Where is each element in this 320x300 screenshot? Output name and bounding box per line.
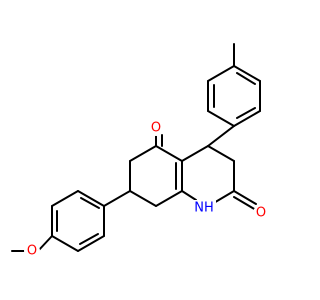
atom-label-nh: NH: [194, 201, 214, 216]
atom-label-background: [192, 200, 216, 216]
bond-layer: [11, 43, 261, 252]
bond: [51, 235, 79, 252]
bond: [207, 145, 235, 162]
atom-label-o-methoxy: O: [27, 244, 37, 259]
bond: [51, 190, 79, 207]
molecule-drawing: O O NH O: [11, 43, 269, 259]
bond: [233, 110, 261, 127]
bond: [103, 190, 131, 207]
atom-label-o-lactam: O: [256, 206, 266, 221]
bond: [207, 125, 235, 147]
bond: [77, 190, 105, 207]
atom-label-background: [148, 120, 164, 136]
bond: [236, 107, 256, 119]
bond: [233, 65, 261, 82]
atom-label-layer: O O NH O: [24, 120, 269, 259]
bond: [79, 233, 99, 245]
structure-diagram: O O NH O: [11, 43, 269, 259]
bond: [207, 110, 235, 127]
atom-label-background: [253, 205, 269, 221]
bond: [80, 197, 100, 209]
bond: [155, 190, 183, 207]
atom-label-o-ketone: O: [151, 121, 161, 136]
bond: [37, 235, 53, 252]
bond: [233, 190, 257, 205]
bond: [207, 65, 235, 82]
bond: [181, 145, 209, 162]
bond: [155, 145, 183, 162]
bond: [233, 196, 257, 211]
bond: [236, 72, 256, 85]
bond: [77, 235, 105, 252]
bond: [129, 190, 157, 207]
bond: [181, 190, 197, 201]
atom-label-background: [24, 243, 40, 259]
bond: [129, 145, 157, 162]
